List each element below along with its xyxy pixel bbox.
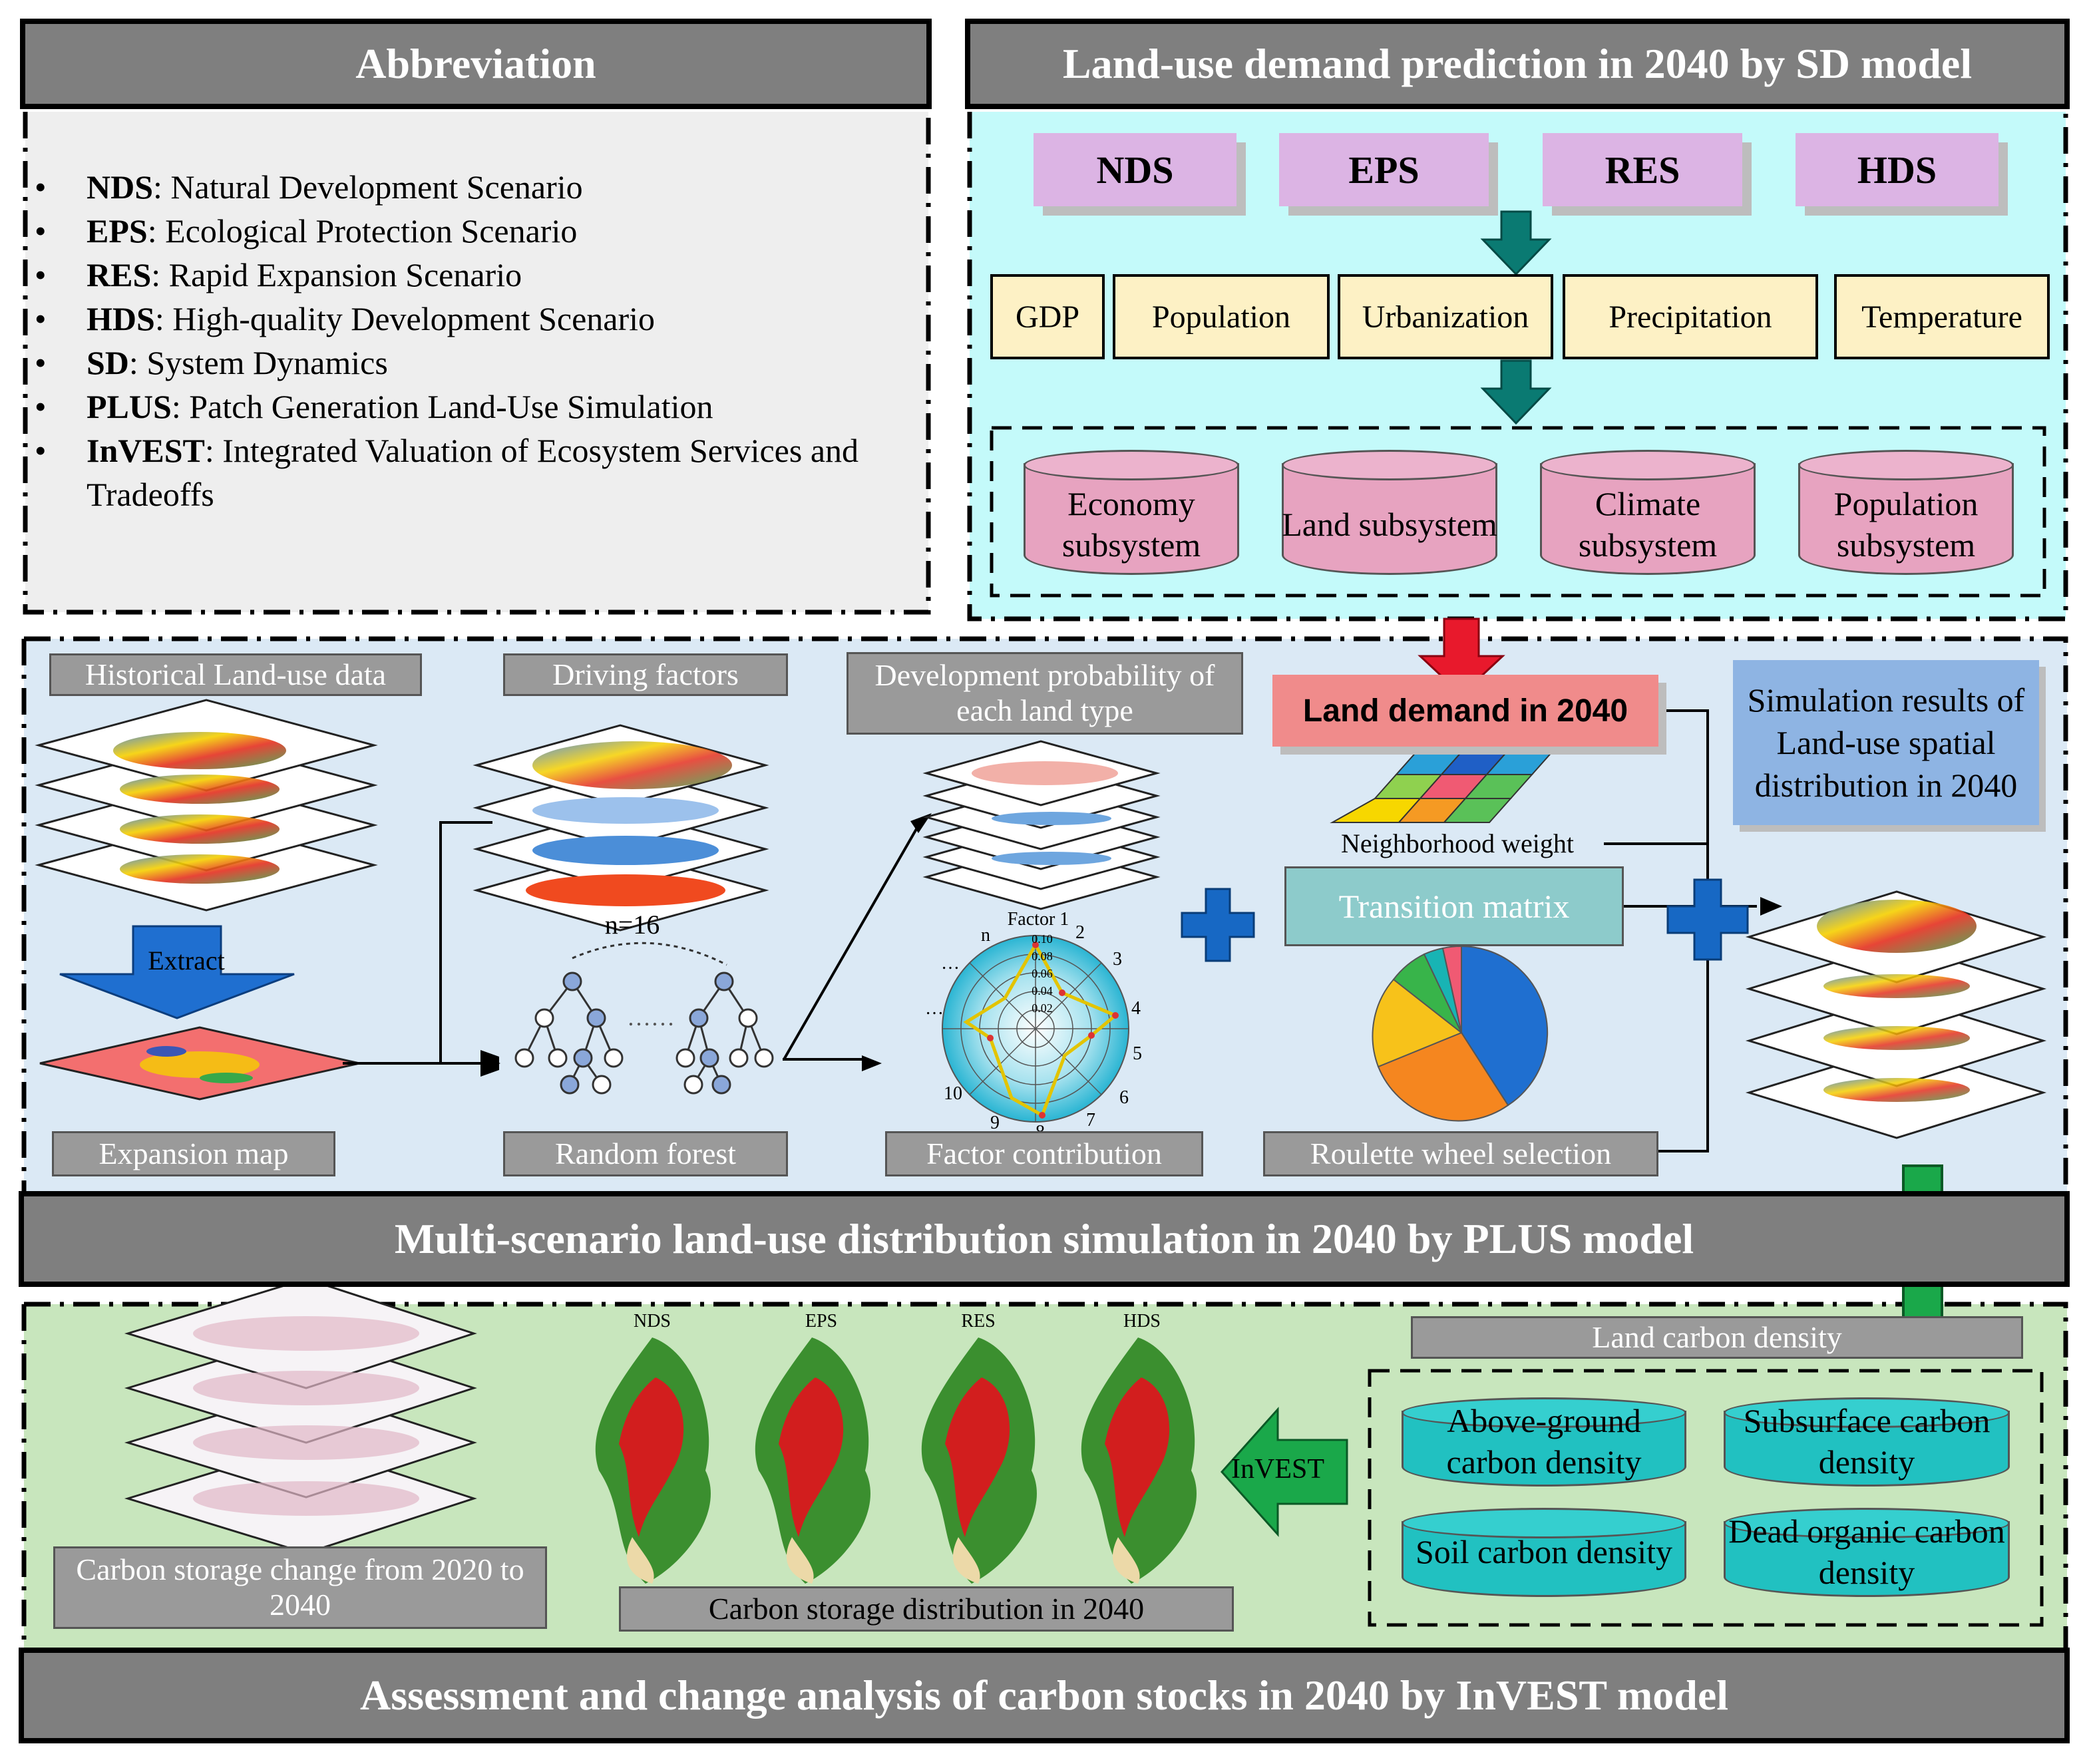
abbr-item: PLUS: Patch Generation Land-Use Simulati… (20, 385, 918, 429)
factor-box: GDP (990, 274, 1105, 359)
invest-arrow-label: InVEST (1231, 1454, 1324, 1485)
neighborhood-weight-label: Neighborhood weight (1341, 828, 1574, 858)
density-cylinder: Dead organic carbon density (1724, 1508, 2010, 1597)
plus-title: Multi-scenario land-use distribution sim… (19, 1191, 2070, 1287)
abbr-item: SD: System Dynamics (20, 341, 918, 385)
radar-axis-title: Factor 1 (1007, 909, 1069, 930)
land-carbon-density-label: Land carbon density (1411, 1316, 2023, 1359)
simulation-results-box: Simulation results of Land-use spatial d… (1733, 660, 2039, 825)
factor-box: Temperature (1834, 274, 2050, 359)
abbr-item: NDS: Natural Development Scenario (20, 165, 918, 209)
n-factors-label: n=16 (604, 910, 660, 940)
radar-label: 10 (944, 1083, 962, 1104)
subsystem-cylinder: Economy subsystem (1024, 450, 1239, 575)
abbr-item: InVEST: Integrated Valuation of Ecosyste… (20, 429, 918, 516)
radar-label: … (941, 953, 960, 973)
subsystem-cylinder: Climate subsystem (1540, 450, 1756, 575)
sd-title: Land-use demand prediction in 2040 by SD… (965, 19, 2070, 109)
radar-label: 6 (1119, 1087, 1129, 1108)
random-forest-label: Random forest (503, 1131, 788, 1176)
invest-title: Assessment and change analysis of carbon… (19, 1648, 2070, 1743)
map-label: EPS (805, 1311, 838, 1331)
subsystem-cylinder: Population subsystem (1798, 450, 2014, 575)
factor-box: Population (1113, 274, 1330, 359)
abbr-item: EPS: Ecological Protection Scenario (20, 209, 918, 253)
radar-label: 4 (1131, 998, 1141, 1019)
carbon-distribution-label: Carbon storage distribution in 2040 (619, 1586, 1234, 1632)
map-label: RES (961, 1311, 996, 1331)
abbr-item: RES: Rapid Expansion Scenario (20, 253, 918, 297)
map-label: NDS (633, 1311, 671, 1331)
radar-label: 3 (1113, 949, 1122, 970)
radar-label: 2 (1075, 922, 1085, 943)
expansion-map-label: Expansion map (52, 1131, 335, 1176)
subsystem-cylinder: Land subsystem (1282, 450, 1497, 575)
radar-label: n (981, 925, 990, 946)
factor-box: Urbanization (1338, 274, 1553, 359)
historical-label: Historical Land-use data (49, 653, 422, 696)
land-demand-box: Land demand in 2040 (1272, 675, 1658, 747)
roulette-label: Roulette wheel selection (1263, 1131, 1658, 1176)
tree-ellipsis: …… (627, 1004, 675, 1031)
abbreviation-list: NDS: Natural Development Scenario EPS: E… (20, 165, 918, 516)
radar-label: … (925, 998, 944, 1019)
scenario-box: NDS (1034, 133, 1236, 206)
density-cylinder: Above-ground carbon density (1402, 1397, 1686, 1487)
extract-label: Extract (148, 946, 225, 975)
radar-label: 9 (990, 1113, 1000, 1133)
scenario-box: RES (1543, 133, 1742, 206)
scenario-box: EPS (1279, 133, 1489, 206)
driving-factors-label: Driving factors (503, 653, 788, 696)
abbreviation-title: Abbreviation (20, 19, 932, 109)
factor-box: Precipitation (1563, 274, 1818, 359)
dev-prob-label: Development probability of each land typ… (847, 652, 1243, 735)
map-label: HDS (1123, 1311, 1161, 1331)
scenario-box: HDS (1796, 133, 1998, 206)
carbon-change-label: Carbon storage change from 2020 to 2040 (53, 1546, 547, 1629)
radar-label: 7 (1086, 1110, 1095, 1131)
density-cylinder: Subsurface carbon density (1724, 1397, 2010, 1487)
transition-matrix-box: Transition matrix (1284, 866, 1624, 946)
abbr-item: HDS: High-quality Development Scenario (20, 297, 918, 341)
radar-label: 5 (1133, 1043, 1142, 1064)
factor-contribution-label: Factor contribution (885, 1131, 1203, 1176)
density-cylinder: Soil carbon density (1402, 1508, 1686, 1597)
